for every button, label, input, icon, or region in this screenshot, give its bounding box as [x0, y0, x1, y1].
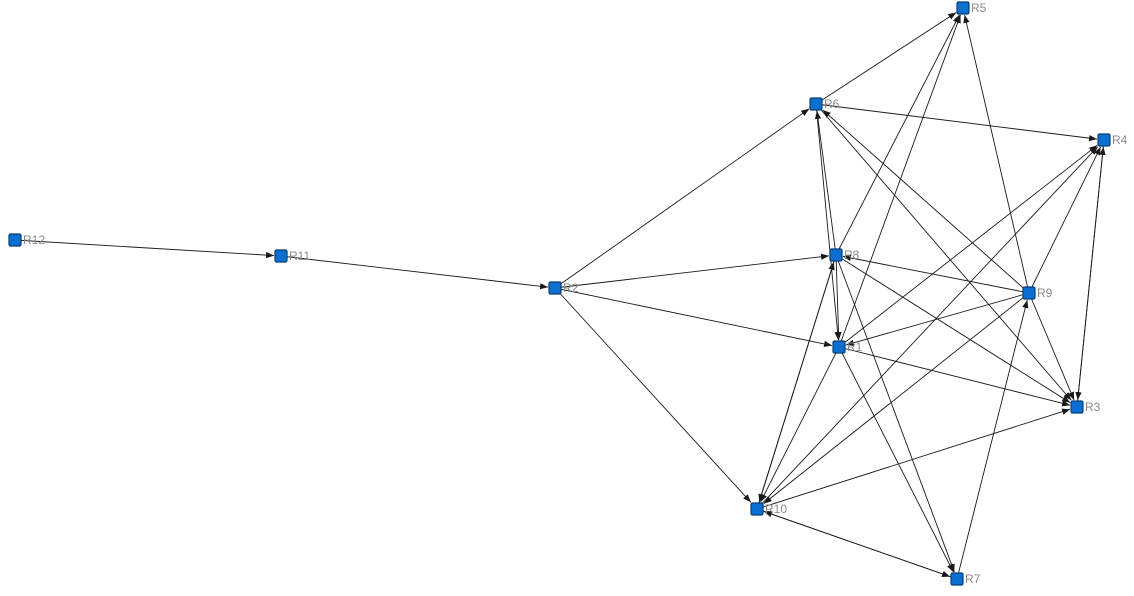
edge-r1-to-r3	[838, 346, 1071, 407]
node-square-r10[interactable]	[750, 502, 764, 516]
node-r1[interactable]: R1	[832, 340, 863, 354]
edge-r6-to-r1	[815, 103, 841, 341]
node-r4[interactable]: R4	[1097, 133, 1128, 147]
node-label-r4: R4	[1112, 133, 1128, 147]
node-square-r4[interactable]	[1097, 133, 1111, 147]
edge-r6-to-r5	[815, 12, 957, 105]
node-label-r10: R10	[765, 502, 787, 516]
node-square-r7[interactable]	[950, 572, 964, 586]
edge-r1-to-r10	[760, 346, 840, 503]
edge-r9-to-r1	[845, 292, 1030, 346]
edge-r1-to-r7	[838, 346, 954, 573]
node-label-r6: R6	[824, 97, 840, 111]
edge-r9-to-r8	[842, 254, 1030, 294]
node-square-r5[interactable]	[956, 1, 970, 15]
edge-r11-to-r2	[280, 255, 549, 290]
edge-r2-to-r8	[554, 253, 830, 289]
node-square-r6[interactable]	[809, 97, 823, 111]
node-r10[interactable]: R10	[750, 502, 787, 516]
edge-r10-to-r8	[756, 261, 835, 510]
edge-r7-to-r9	[956, 299, 1029, 580]
node-r3[interactable]: R3	[1070, 400, 1101, 414]
edge-r8-to-r5	[835, 14, 960, 256]
node-square-r1[interactable]	[832, 340, 846, 354]
node-label-r1: R1	[847, 340, 863, 354]
node-square-r8[interactable]	[829, 248, 843, 262]
node-label-r5: R5	[971, 1, 987, 15]
edge-r9-to-r10	[763, 292, 1030, 504]
edge-r6-to-r3	[815, 103, 1072, 401]
edge-r9-to-r3	[1028, 292, 1075, 401]
node-square-r11[interactable]	[274, 249, 288, 263]
node-label-r7: R7	[965, 572, 981, 586]
edges-layer	[14, 12, 1106, 580]
node-square-r12[interactable]	[8, 233, 22, 247]
edge-r9-to-r5	[963, 14, 1030, 294]
edge-r8-to-r7	[835, 254, 955, 573]
node-r5[interactable]: R5	[956, 1, 987, 15]
edge-r10-to-r3	[756, 408, 1071, 510]
edge-r3-to-r4	[1076, 146, 1106, 408]
node-r12[interactable]: R12	[8, 233, 45, 247]
node-label-r3: R3	[1085, 400, 1101, 414]
node-square-r3[interactable]	[1070, 400, 1084, 414]
node-r11[interactable]: R11	[274, 249, 310, 263]
node-r9[interactable]: R9	[1022, 286, 1053, 300]
node-square-r9[interactable]	[1022, 286, 1036, 300]
edge-r8-to-r1	[835, 254, 842, 341]
node-r2[interactable]: R2	[548, 281, 579, 295]
edge-r6-to-r4	[815, 103, 1098, 142]
edge-r1-to-r5	[838, 14, 961, 348]
edge-r9-to-r4	[1028, 146, 1102, 294]
edge-r7-to-r10	[763, 511, 958, 580]
edge-r2-to-r6	[554, 108, 810, 289]
edge-r1-to-r4	[838, 144, 1098, 348]
edge-r12-to-r11	[14, 239, 275, 259]
node-label-r8: R8	[844, 248, 860, 262]
edge-r9-to-r6	[822, 109, 1030, 294]
node-r6[interactable]: R6	[809, 97, 840, 111]
edge-r2-to-r10	[554, 287, 752, 503]
node-r8[interactable]: R8	[829, 248, 860, 262]
edge-r2-to-r1	[554, 287, 833, 348]
node-label-r9: R9	[1037, 286, 1053, 300]
node-square-r2[interactable]	[548, 281, 562, 295]
edge-r8-to-r6	[814, 110, 837, 256]
node-label-r2: R2	[563, 281, 579, 295]
edge-r8-to-r3	[835, 254, 1071, 404]
node-label-r11: R11	[289, 249, 310, 263]
node-label-r12: R12	[23, 233, 45, 247]
edge-r10-to-r4	[756, 146, 1099, 510]
node-r7[interactable]: R7	[950, 572, 981, 586]
